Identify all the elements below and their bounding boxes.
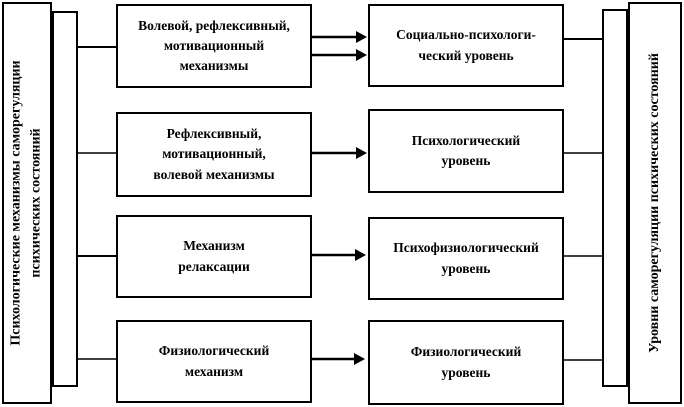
mechanism-box-2: Рефлексивный, мотивационный, волевой мех… [116, 112, 312, 197]
right-axis-box: Уровни саморегуляции психических состоян… [628, 2, 682, 404]
arrow-row4-head [354, 353, 365, 365]
level-box-2: Психологический уровень [368, 109, 564, 193]
arrow-row3-head [355, 249, 366, 261]
right-axis-label: Уровни саморегуляции психических состоян… [646, 53, 662, 353]
arrow-row1-b-head [356, 49, 367, 61]
level-box-4: Физиологический уровень [368, 320, 564, 405]
level-box-3: Психофизиологический уровень [368, 217, 564, 300]
mechanism-box-1: Волевой, рефлексивный, мотивационный мех… [116, 4, 312, 88]
arrow-row1-a-head [356, 31, 367, 43]
mechanism-box-4: Физиологический механизм [116, 320, 312, 403]
left-collector-rail [52, 11, 78, 387]
arrow-row2-head [356, 147, 367, 159]
left-axis-label: Психологические механизмы саморегуляции … [8, 60, 44, 346]
mechanism-box-3: Механизм релаксации [116, 215, 312, 298]
left-axis-box: Психологические механизмы саморегуляции … [2, 2, 52, 404]
level-box-1: Социально-психологи- ческий уровень [368, 4, 564, 87]
right-collector-rail [602, 9, 628, 387]
